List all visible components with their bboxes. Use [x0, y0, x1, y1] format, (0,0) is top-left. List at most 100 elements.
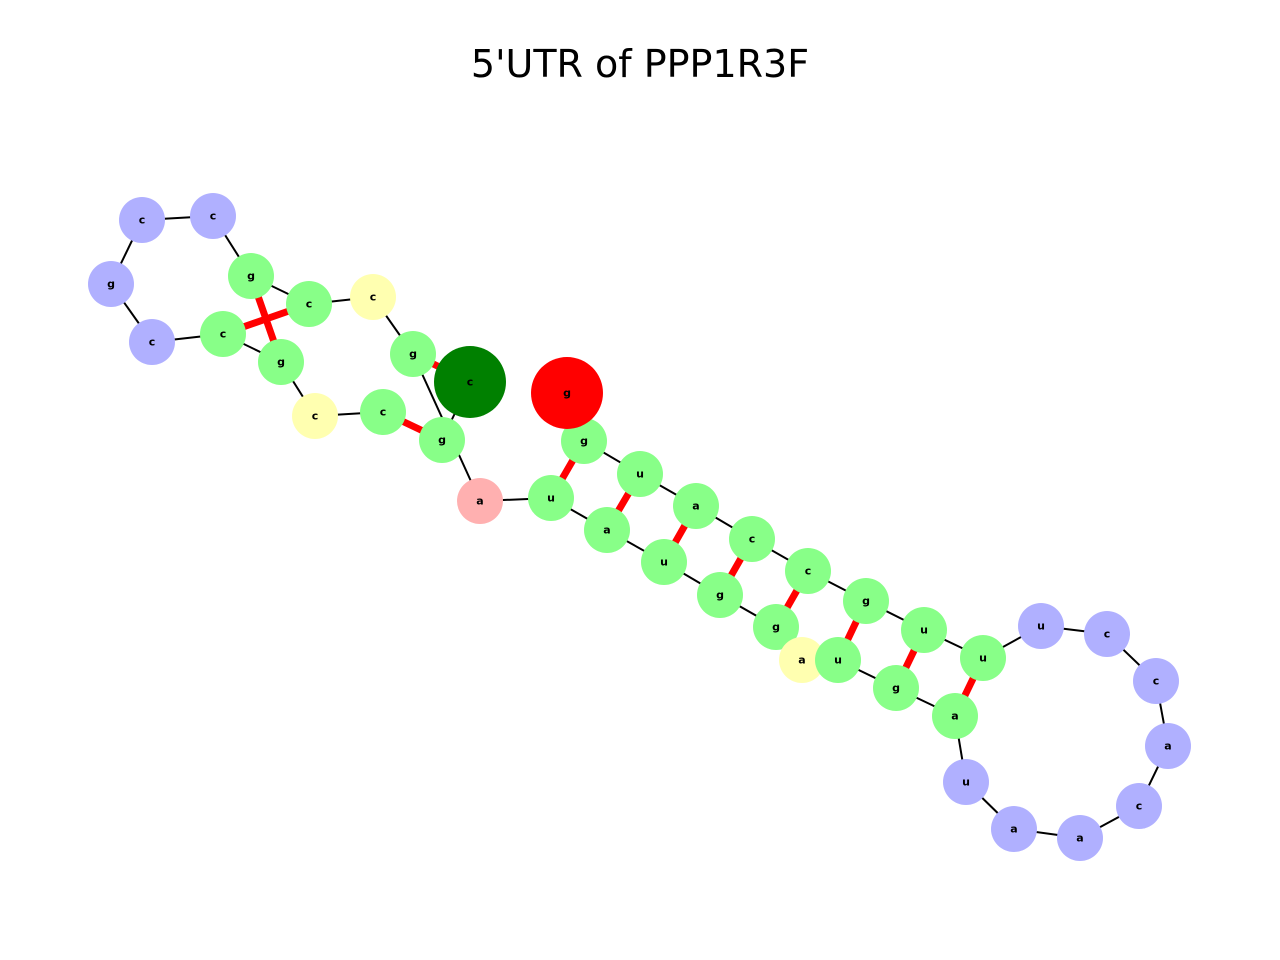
nucleotide-label: u	[962, 776, 970, 789]
nucleotide-interior-loop: c	[292, 393, 338, 439]
nucleotide-circle	[531, 357, 603, 429]
nucleotide-stem: u	[641, 539, 687, 585]
nucleotide-label: u	[636, 468, 644, 481]
nucleotide-label: a	[798, 654, 805, 667]
nucleotide-stem: a	[673, 483, 719, 529]
nucleotide-circle	[617, 451, 663, 497]
nucleotide-hairpin-loop: g	[88, 261, 134, 307]
nucleotide-label: a	[951, 710, 958, 723]
nucleotide-hairpin-loop: a	[991, 806, 1037, 852]
nucleotide-stem: g	[753, 604, 799, 650]
nucleotide-label: c	[1104, 628, 1111, 641]
nucleotide-stem: g	[258, 339, 304, 385]
nucleotide-circle	[119, 197, 165, 243]
nucleotide-stem: c	[360, 389, 406, 435]
nucleotide-label: g	[580, 435, 588, 448]
nucleotide-circle	[1084, 611, 1130, 657]
nucleotide-label: c	[139, 214, 146, 227]
nucleotide-stem: a	[932, 693, 978, 739]
nucleotide-label: a	[1010, 823, 1017, 836]
nucleotide-hairpin-loop: u	[1018, 603, 1064, 649]
nucleotide-circle	[729, 516, 775, 562]
nucleotide-label: c	[220, 328, 227, 341]
nucleotide-label: c	[749, 533, 756, 546]
nucleotide-label: c	[210, 210, 217, 223]
nucleotide-label: c	[380, 406, 387, 419]
nucleotide-label: u	[979, 652, 987, 665]
nucleotide-circle	[419, 417, 465, 463]
nucleotide-label: u	[1037, 620, 1045, 633]
nucleotide-circle	[200, 311, 246, 357]
nucleotide-circle	[1057, 815, 1103, 861]
nucleotide-circle	[1018, 603, 1064, 649]
nucleotide-circle	[434, 346, 506, 418]
nucleotide-stem: c	[785, 548, 831, 594]
nucleotide-label: c	[805, 565, 812, 578]
nucleotide-circle	[960, 635, 1006, 681]
nucleotide-circle	[873, 665, 919, 711]
nucleotide-stem: g	[390, 331, 436, 377]
nucleotide-label: u	[660, 556, 668, 569]
nucleotide-five-prime: c	[434, 346, 506, 418]
nucleotide-three-prime: g	[531, 357, 603, 429]
diagram-title: 5'UTR of PPP1R3F	[470, 42, 810, 86]
nucleotide-hairpin-loop: c	[190, 193, 236, 239]
nucleotide-label: g	[563, 387, 571, 400]
nucleotide-circle	[457, 478, 503, 524]
nucleotide-circle	[843, 578, 889, 624]
nucleotide-circle	[1133, 658, 1179, 704]
nucleotide-circle	[561, 418, 607, 464]
nucleotide-hairpin-loop: c	[119, 197, 165, 243]
nucleotide-hairpin-loop: c	[1116, 783, 1162, 829]
nucleotide-label: c	[467, 376, 474, 389]
nucleotide-stem: g	[697, 572, 743, 618]
nucleotide-hairpin-loop: u	[943, 759, 989, 805]
nucleotide-stem: u	[815, 637, 861, 683]
nucleotide-label: a	[603, 524, 610, 537]
nucleotide-stem: g	[873, 665, 919, 711]
nucleotide-hairpin-loop: c	[1133, 658, 1179, 704]
nucleotide-label: g	[892, 682, 900, 695]
nucleotide-label: c	[312, 410, 319, 423]
nucleotide-label: g	[409, 348, 417, 361]
nucleotide-label: c	[1136, 800, 1143, 813]
nucleotide-label: g	[438, 434, 446, 447]
nucleotide-circle	[286, 281, 332, 327]
nucleotide-label: g	[277, 356, 285, 369]
nucleotide-label: u	[547, 492, 555, 505]
nucleotide-label: g	[716, 589, 724, 602]
base-pair-layer	[221, 274, 987, 718]
nucleotide-stem: g	[228, 253, 274, 299]
nucleotide-circle	[697, 572, 743, 618]
nucleotide-circle	[943, 759, 989, 805]
nucleotide-label: c	[306, 298, 313, 311]
nucleotide-stem: c	[729, 516, 775, 562]
nucleotide-circle	[528, 475, 574, 521]
nucleotide-label: u	[920, 624, 928, 637]
nucleotide-stem: u	[960, 635, 1006, 681]
nucleotide-stem: u	[617, 451, 663, 497]
nucleotide-label: c	[149, 336, 156, 349]
nucleotide-label: g	[247, 270, 255, 283]
nucleotide-stem: g	[561, 418, 607, 464]
nucleotide-circle	[901, 607, 947, 653]
nucleotide-interior-loop: a	[779, 637, 825, 683]
nucleotide-label: g	[772, 621, 780, 634]
nucleotide-circle	[88, 261, 134, 307]
nucleotide-label: a	[1076, 832, 1083, 845]
nucleotide-label: a	[476, 495, 483, 508]
nucleotide-stem: c	[286, 281, 332, 327]
nucleotide-circle	[1145, 723, 1191, 769]
nucleotide-interior-loop: c	[350, 274, 396, 320]
nucleotide-hairpin-loop: a	[1145, 723, 1191, 769]
nucleotide-circle	[753, 604, 799, 650]
nucleotide-hairpin-loop: c	[1084, 611, 1130, 657]
nucleotide-stem: g	[419, 417, 465, 463]
nucleotide-label: c	[370, 291, 377, 304]
nucleotide-label: u	[834, 654, 842, 667]
nucleotide-label: g	[862, 595, 870, 608]
nucleotide-label: a	[692, 500, 699, 513]
nucleotide-circle	[360, 389, 406, 435]
